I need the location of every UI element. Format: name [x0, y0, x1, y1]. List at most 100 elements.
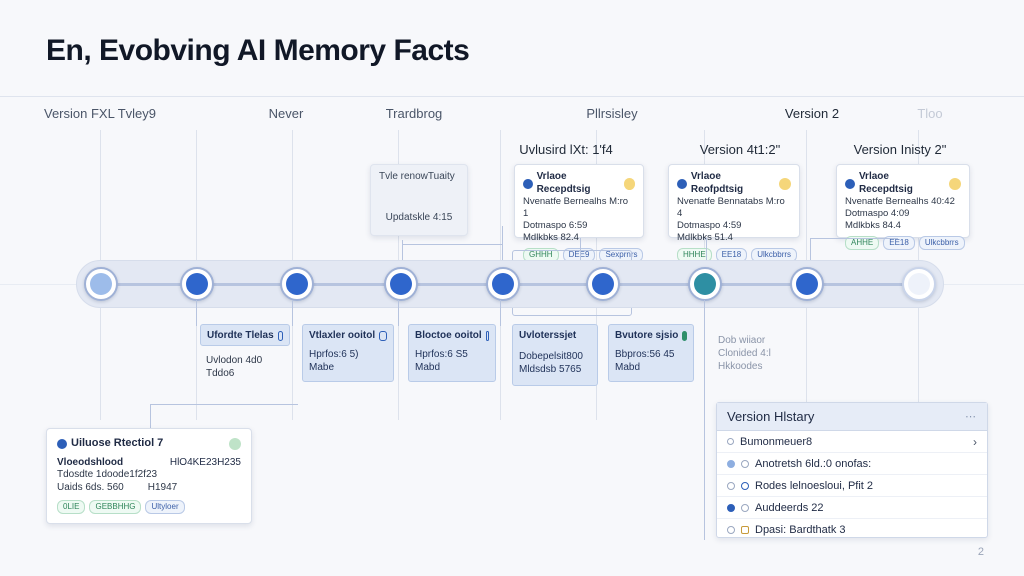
side-note-line: Clonided 4:l: [718, 348, 771, 359]
version-history-panel: Version Hlstary ⋯ Bumonmeuer8 › Anotrets…: [716, 402, 988, 538]
update-card-title: Ufordte Tlelas: [207, 330, 274, 341]
radio-icon[interactable]: [727, 459, 735, 468]
memory-icon: [845, 178, 855, 189]
update-card-line: Hprfos:6 S5: [415, 349, 468, 360]
tag-chip[interactable]: GHHH: [523, 247, 559, 262]
update-card-line: Mabe: [309, 362, 335, 373]
header-divider: [0, 96, 1024, 97]
timeline-node[interactable]: [586, 267, 620, 301]
timeline-node[interactable]: [790, 267, 824, 301]
update-card-line: Tddo6: [206, 368, 235, 379]
page-number: 2: [977, 546, 984, 558]
timeline-node-dot: [90, 273, 112, 295]
tag-chip[interactable]: AHHE: [845, 235, 880, 250]
memory-card[interactable]: Vrlaoe Reofpdtsig Nvenatfe Bennatabs M:r…: [668, 164, 800, 262]
update-card[interactable]: Vtlaxler ooitol Hprfos:6 5) Mabe: [302, 324, 394, 382]
tag-chip[interactable]: GEBBHHG: [89, 500, 142, 515]
timeline-node-dot: [796, 273, 818, 295]
connector-line: [196, 300, 197, 326]
version-row-label: Dpasi: Bardthatk 3: [755, 524, 846, 536]
timeline-node[interactable]: [902, 267, 936, 301]
detail-card-title: Uiluose Rtectiol 7: [71, 437, 164, 449]
chevron-right-icon[interactable]: ›: [973, 434, 977, 449]
radio-icon[interactable]: [741, 459, 749, 468]
memory-card-line: Mdlkbks 51.4: [677, 231, 733, 243]
radio-icon[interactable]: [741, 481, 749, 490]
column-label: Version 2: [784, 106, 840, 121]
connector-line: [402, 240, 403, 268]
memory-card[interactable]: Vrlaoe Recepdtsig Nvenatfe Bernealhs M:r…: [514, 164, 644, 262]
timeline-node-dot: [592, 273, 614, 295]
update-card[interactable]: Ufordte Tlelas: [200, 324, 290, 346]
memory-card-line: Nvenatfe Bennatabs M:ro 4: [677, 196, 785, 219]
update-card-line: Mldsdsb 5765: [519, 364, 582, 375]
memory-card-line: Dotmaspo 6:59: [523, 219, 588, 231]
update-card-title: Bloctoe ooitol: [415, 330, 482, 341]
update-card-title: Uvloterssjet: [519, 330, 577, 341]
memory-card-line: Mdlkbks 82.4: [523, 231, 579, 243]
version-row[interactable]: Anotretsh 6ld.:0 onofas:: [717, 453, 987, 475]
update-card-title: Bvutore sjsio: [615, 330, 679, 341]
column-label: Version FXL Tvley9: [44, 106, 156, 121]
timeline-node[interactable]: [688, 267, 722, 301]
connector-line: [292, 300, 293, 326]
more-icon[interactable]: ⋯: [965, 411, 977, 423]
version-row[interactable]: Auddeerds 22: [717, 497, 987, 519]
radio-icon[interactable]: [727, 526, 735, 534]
edit-icon: [682, 330, 687, 341]
timeline-node[interactable]: [384, 267, 418, 301]
column-label: Tloo: [917, 106, 943, 121]
spark-icon: [949, 177, 961, 190]
spark-icon: [623, 177, 635, 190]
timeline-node[interactable]: [486, 267, 520, 301]
timeline-node[interactable]: [180, 267, 214, 301]
version-row[interactable]: Bumonmeuer8 ›: [717, 431, 987, 453]
spark-icon: [779, 177, 791, 190]
update-card-line: Hprfos:6 5): [309, 349, 359, 360]
version-row-label: Anotretsh 6ld.:0 onofas:: [755, 457, 872, 470]
tag-chip[interactable]: EE18: [883, 235, 915, 250]
column-label: Trardbrog: [385, 106, 443, 121]
memory-card-line: Nvenatfe Bernealhs 40:42: [845, 196, 955, 207]
version-row[interactable]: Dpasi: Bardthatk 3: [717, 519, 987, 541]
version-history-title: Version Hlstary: [727, 409, 815, 424]
timeline-node[interactable]: [280, 267, 314, 301]
update-card-line: Mabd: [415, 362, 441, 373]
radio-icon[interactable]: [741, 526, 749, 534]
timeline-node[interactable]: [84, 267, 118, 301]
detail-card[interactable]: Uiluose Rtectiol 7 Vloeodshlood HlO4KE23…: [46, 428, 252, 524]
detail-card-field: Tdosdte 1doode1f2f23: [57, 469, 158, 481]
update-card[interactable]: Bloctoe ooitol Hprfos:6 S5 Mabd: [408, 324, 496, 382]
side-note-line: Hkkoodes: [718, 361, 763, 372]
memory-card-line: Mdlkbks 84.4: [845, 219, 901, 231]
version-note-title: Tvle renowTuaity: [379, 171, 455, 182]
timeline-node-dot: [492, 273, 514, 295]
timeline-node-dot: [286, 273, 308, 295]
version-row[interactable]: Rodes lelnoesloui, Pfit 2: [717, 475, 987, 497]
update-card[interactable]: Uvloterssjet Dobepelsit800 Mldsdsb 5765: [512, 324, 598, 386]
side-note: Dob wiiaor Clonided 4:l Hkkoodes: [718, 334, 771, 373]
edit-icon: [277, 330, 283, 341]
connector-line: [810, 238, 811, 268]
tag-chip[interactable]: Ulkcbbrrs: [918, 235, 965, 250]
tag-chip[interactable]: 0LIE: [57, 500, 86, 515]
memory-icon: [677, 178, 687, 189]
timeline-node-dot: [390, 273, 412, 295]
update-card[interactable]: Bvutore sjsio Bbpros:56 45 Mabd: [608, 324, 694, 382]
version-note-card[interactable]: Tvle renowTuaity Updatskle 4:15: [370, 164, 468, 236]
radio-icon[interactable]: [727, 503, 735, 512]
tag-chip[interactable]: Ultyloer: [145, 500, 185, 515]
radio-icon[interactable]: [741, 503, 749, 512]
timeline-node-dot: [694, 273, 716, 295]
detail-card-field: Uaids 6ds. 560: [57, 481, 124, 493]
memory-icon: [523, 178, 533, 189]
radio-icon[interactable]: [727, 481, 735, 490]
connector-line: [150, 404, 151, 430]
memory-card[interactable]: Vrlaoe Recepdtsig Nvenatfe Bernealhs 40:…: [836, 164, 970, 250]
connector-line: [502, 226, 503, 268]
connector-line: [150, 404, 298, 405]
connector-line: [402, 244, 502, 245]
side-note-line: Dob wiiaor: [718, 335, 766, 346]
update-card-line: Bbpros:56 45: [615, 349, 675, 360]
connector-line: [580, 238, 581, 268]
